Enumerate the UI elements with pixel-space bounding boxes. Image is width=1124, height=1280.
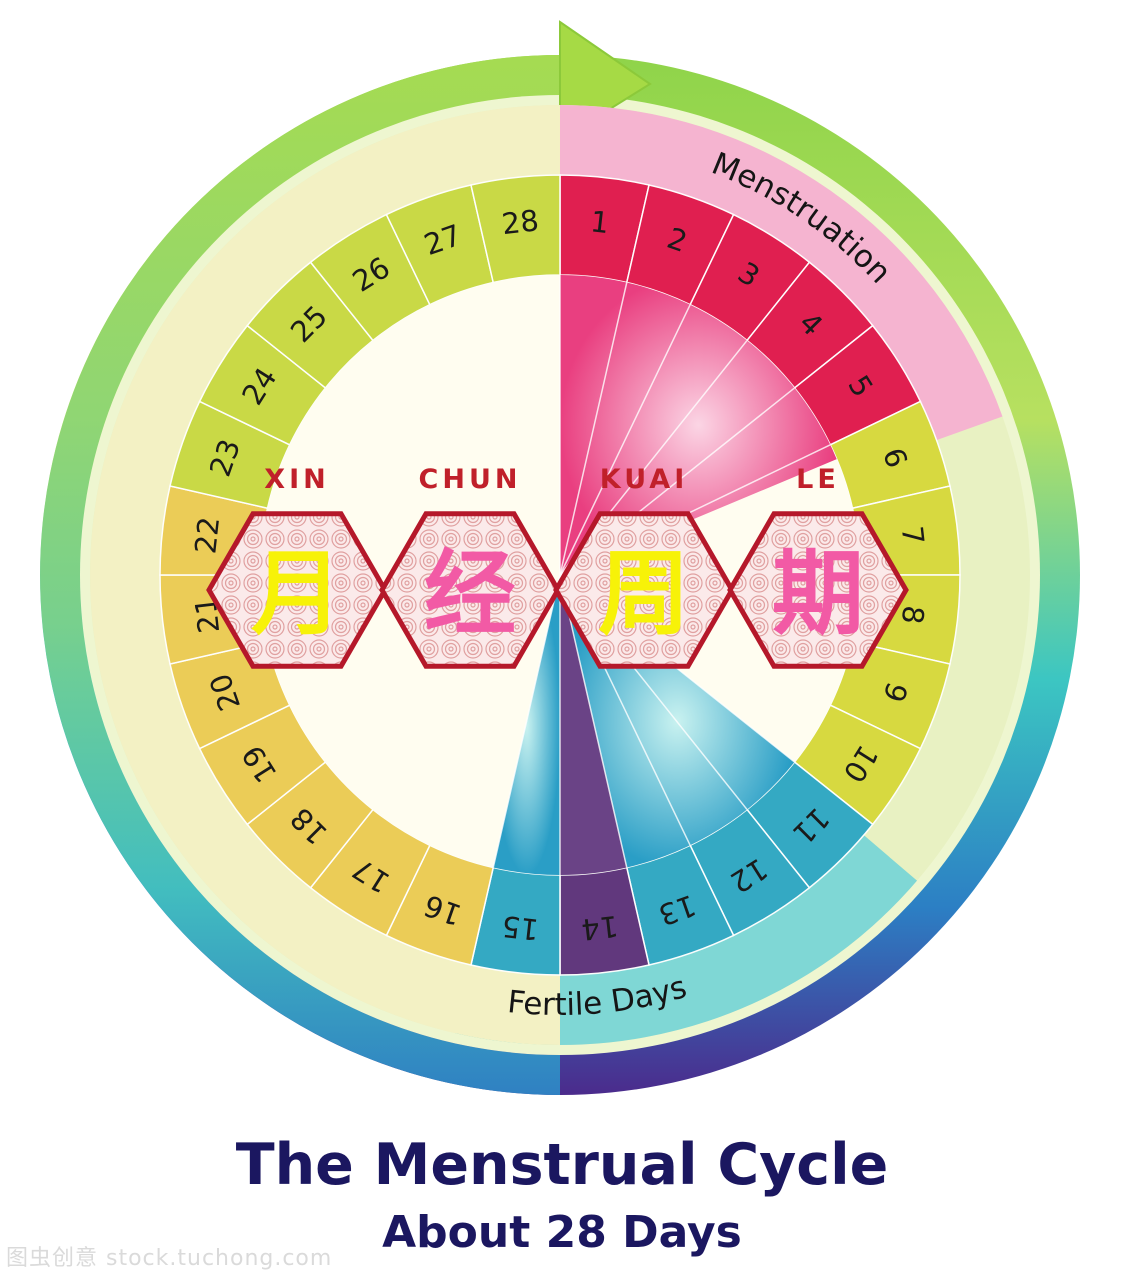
day-label: 22 [188,515,226,555]
day-label: 28 [500,203,540,241]
hexagon-pinyin: KUAI [600,464,688,495]
day-label: 14 [580,909,620,947]
hexagon-pinyin: CHUN [419,464,522,495]
hexagon-character: 经 [424,541,516,648]
hexagon-pinyin: LE [796,464,840,495]
hexagon-pinyin: XIN [264,464,329,495]
day-label: 7 [895,524,931,546]
watermark: 图虫创意 stock.tuchong.com [6,1240,332,1272]
day-label: 1 [589,204,611,240]
day-label: 15 [500,909,540,947]
hexagon-character: 周 [598,541,690,648]
page-title: The Menstrual Cycle [0,1132,1124,1198]
hexagon-character: 月 [251,541,343,648]
day-label: 8 [895,604,931,626]
hexagon-character: 期 [772,541,864,648]
